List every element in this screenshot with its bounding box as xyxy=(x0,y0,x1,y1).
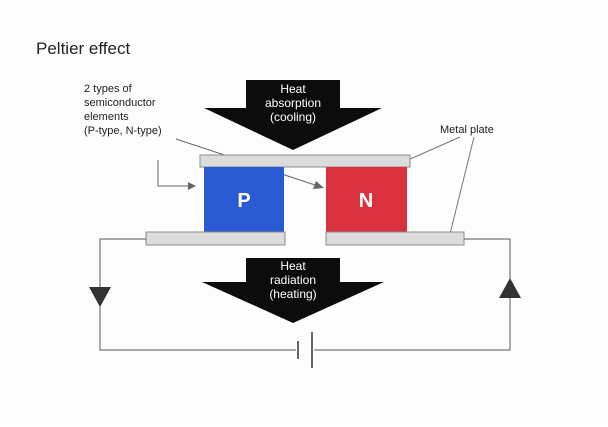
heat-absorption-line-1: Heat xyxy=(280,82,306,96)
n-type-label: N xyxy=(359,190,373,212)
semiconductor-note-line-1: 2 types of xyxy=(84,83,133,95)
current-up-arrow-icon xyxy=(499,278,521,298)
bottom-left-metal-plate xyxy=(145,231,286,246)
current-down-arrow-icon xyxy=(89,287,111,307)
note-leader-to-p xyxy=(157,160,188,187)
n-type-block xyxy=(326,167,407,232)
heat-absorption-line-2: absorption xyxy=(265,96,321,110)
semiconductor-note: 2 types of semiconductor elements (P-typ… xyxy=(84,83,162,137)
top-metal-plate xyxy=(199,154,411,168)
heat-radiation-line-3: (heating) xyxy=(269,287,316,301)
semiconductor-note-line-4: (P-type, N-type) xyxy=(84,125,162,137)
metal-plate-label: Metal plate xyxy=(440,124,494,136)
note-leader-n-arrowhead xyxy=(313,181,324,189)
metal-plate-leader-bottom xyxy=(449,136,475,235)
p-type-block xyxy=(204,167,284,232)
metal-plate-leader-top xyxy=(407,136,461,161)
heat-absorption-line-3: (cooling) xyxy=(270,110,316,124)
heat-radiation-line-2: radiation xyxy=(270,273,316,287)
semiconductor-note-line-2: semiconductor xyxy=(84,97,156,109)
heat-radiation-arrow xyxy=(202,258,384,323)
semiconductor-note-line-3: elements xyxy=(84,111,129,123)
p-type-label: P xyxy=(237,190,250,212)
battery-icon xyxy=(297,332,313,368)
bottom-right-metal-plate xyxy=(325,231,465,246)
heat-absorption-arrow xyxy=(204,80,382,150)
heat-radiation-line-1: Heat xyxy=(280,259,306,273)
note-leader-p-arrowhead xyxy=(188,182,196,190)
diagram-title: Peltier effect xyxy=(36,39,130,58)
